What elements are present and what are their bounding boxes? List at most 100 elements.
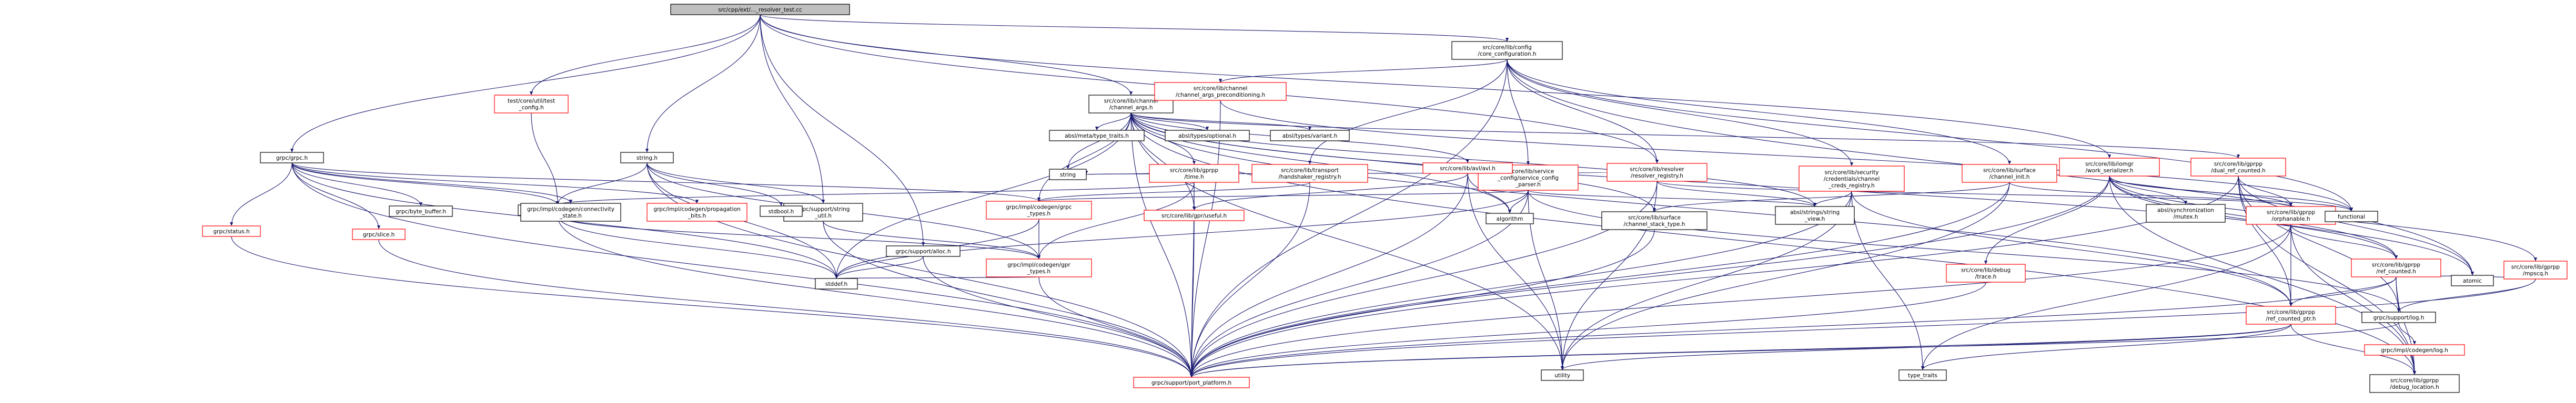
node-label: absl/strings/string bbox=[1790, 210, 1840, 216]
node-label: grpc/impl/codegen/log.h bbox=[2381, 347, 2448, 354]
dependency-edge bbox=[1190, 282, 1986, 378]
dependency-edge bbox=[823, 221, 1194, 378]
include-node[interactable]: src/core/lib/gprpp/dual_ref_counted.h bbox=[2190, 158, 2286, 177]
dependency-edge bbox=[2009, 182, 2353, 212]
include-node[interactable]: test/core/util/test_config.h bbox=[494, 95, 569, 113]
node-box bbox=[1133, 377, 1250, 388]
dependency-edge bbox=[834, 256, 924, 279]
dependency-edge bbox=[1507, 59, 2012, 165]
node-label: /ref_counted.h bbox=[2376, 268, 2416, 275]
include-node[interactable]: grpc/support/log.h bbox=[2361, 312, 2436, 323]
include-node[interactable]: src/core/lib/gprpp/debug_location.h bbox=[2369, 374, 2460, 393]
node-box bbox=[2190, 158, 2286, 177]
node-box bbox=[520, 203, 621, 222]
dependency-edge bbox=[1189, 182, 2010, 378]
node-label: absl/synchronization bbox=[2157, 208, 2214, 214]
include-node[interactable]: src/core/lib/gprpp/mpscq.h bbox=[2503, 261, 2568, 280]
include-node[interactable]: src/core/lib/channel/channel_args_precon… bbox=[1154, 82, 1287, 101]
include-node[interactable]: src/core/lib/debug/trace.h bbox=[1946, 264, 2026, 283]
node-box bbox=[2369, 374, 2460, 393]
include-node[interactable]: grpc/impl/codegen/connectivity_state.h bbox=[520, 203, 621, 222]
include-node[interactable]: string bbox=[1049, 169, 1087, 180]
include-node[interactable]: grpc/impl/codegen/log.h bbox=[2364, 344, 2465, 356]
include-node[interactable]: src/core/lib/surface/channel_init.h bbox=[1962, 164, 2057, 183]
node-box bbox=[494, 95, 569, 113]
include-node[interactable]: atomic bbox=[2451, 275, 2494, 286]
node-box bbox=[202, 225, 261, 237]
include-node[interactable]: absl/strings/string_view.h bbox=[1775, 206, 1855, 225]
include-node[interactable]: algorithm bbox=[1486, 213, 1534, 224]
node-label: absl/types/optional.h bbox=[1178, 133, 1236, 139]
include-node[interactable]: stddef.h bbox=[815, 278, 858, 290]
include-node[interactable]: src/core/lib/resolver/resolver_registry.… bbox=[1607, 163, 1708, 182]
dependency-edge bbox=[557, 215, 839, 279]
dependency-edge bbox=[835, 190, 1529, 279]
include-node[interactable]: src/core/lib/config/core_configuration.h bbox=[1451, 41, 1563, 60]
node-box bbox=[2246, 206, 2336, 225]
include-node[interactable]: grpc/byte_buffer.h bbox=[389, 205, 453, 217]
include-node[interactable]: src/core/lib/gpr/useful.h bbox=[1144, 210, 1245, 221]
include-node[interactable]: src/core/lib/gprpp/time.h bbox=[1149, 164, 1239, 183]
include-node[interactable]: src/core/lib/gprpp/ref_counted_ptr.h bbox=[2246, 306, 2336, 325]
include-node[interactable]: utility bbox=[1541, 369, 1584, 381]
include-node[interactable]: grpc/support/port_platform.h bbox=[1133, 377, 1250, 388]
dependency-edge bbox=[2109, 175, 2188, 205]
include-node[interactable]: grpc/support/alloc.h bbox=[886, 245, 961, 257]
node-label: _creds_registry.h bbox=[1828, 182, 1875, 189]
include-node[interactable]: functional bbox=[2325, 211, 2378, 222]
node-label: /channel_init.h bbox=[1989, 174, 2030, 180]
include-node[interactable]: src/core/lib/surface/channel_stack_type.… bbox=[1601, 211, 1708, 230]
include-node[interactable]: src/core/lib/transport/handshaker_regist… bbox=[1251, 164, 1368, 183]
node-label: algorithm bbox=[1497, 216, 1523, 222]
dependency-edge bbox=[1851, 191, 2293, 307]
node-label: grpc/impl/codegen/connectivity bbox=[527, 206, 614, 213]
dependency-edge bbox=[760, 14, 1509, 42]
include-node[interactable]: src/core/lib/channel/channel_args.h bbox=[1088, 95, 1174, 113]
dependency-edge bbox=[529, 14, 761, 96]
dependency-edge bbox=[1189, 175, 2239, 378]
node-box bbox=[2059, 158, 2160, 177]
node-label: grpc/impl/codegen/propagation bbox=[653, 206, 740, 213]
include-node[interactable]: stdbool.h bbox=[760, 205, 803, 217]
node-label: _view.h bbox=[1804, 216, 1825, 222]
dependency-edge bbox=[1656, 181, 2292, 207]
node-label: stddef.h bbox=[825, 281, 847, 287]
node-box bbox=[2503, 261, 2568, 280]
node-box bbox=[1270, 130, 1350, 141]
include-node[interactable]: src/core/lib/avl/avl.h bbox=[1422, 162, 1513, 174]
node-label: grpc/impl/codegen/gpr bbox=[1007, 262, 1070, 268]
dependency-edge bbox=[556, 182, 1195, 205]
node-label: src/core/lib/service bbox=[1502, 168, 1554, 174]
dependency-edge bbox=[1984, 175, 2110, 265]
node-box bbox=[1154, 82, 1287, 101]
node-box bbox=[1165, 130, 1250, 141]
graph-edges bbox=[229, 14, 2538, 378]
dependency-edge bbox=[2396, 276, 2417, 375]
include-node[interactable]: absl/synchronization/mutex.h bbox=[2146, 204, 2226, 223]
node-label: /channel_args.h bbox=[1109, 105, 1153, 111]
include-node[interactable]: type_traits bbox=[1898, 369, 1947, 381]
node-label: _types.h bbox=[1027, 211, 1050, 217]
node-label: atomic bbox=[2463, 278, 2482, 284]
include-node[interactable]: grpc/impl/codegen/gpr_types.h bbox=[986, 259, 1092, 277]
dependency-edge bbox=[229, 162, 292, 226]
include-node[interactable]: absl/types/variant.h bbox=[1270, 130, 1350, 141]
include-node[interactable]: grpc/slice.h bbox=[352, 229, 406, 240]
node-box bbox=[986, 201, 1092, 220]
include-node[interactable]: src/core/lib/gprpp/ref_counted.h bbox=[2351, 259, 2441, 277]
include-node[interactable]: src/core/lib/security/credentials/channe… bbox=[1799, 166, 1905, 192]
include-node[interactable]: src/core/lib/gprpp/orphanable.h bbox=[2246, 206, 2336, 225]
include-node[interactable]: absl/types/optional.h bbox=[1165, 130, 1250, 141]
include-node[interactable]: grpc/impl/codegen/grpc_types.h bbox=[986, 201, 1092, 220]
include-node[interactable]: grpc/status.h bbox=[202, 225, 261, 237]
dependency-edge bbox=[231, 236, 1193, 378]
include-node[interactable]: string.h bbox=[620, 152, 674, 163]
node-label: src/core/lib/debug bbox=[1961, 267, 2011, 274]
node-label: grpc/impl/codegen/grpc bbox=[1006, 204, 1072, 211]
node-label: string.h bbox=[637, 155, 658, 161]
include-node[interactable]: src/core/lib/iomgr/work_serializer.h bbox=[2059, 158, 2160, 177]
include-node[interactable]: grpc/grpc.h bbox=[260, 152, 324, 163]
include-node[interactable]: absl/meta/type_traits.h bbox=[1049, 130, 1145, 141]
node-label: /handshaker_registry.h bbox=[1279, 174, 1341, 180]
include-node[interactable]: grpc/impl/codegen/propagation_bits.h bbox=[646, 203, 747, 222]
